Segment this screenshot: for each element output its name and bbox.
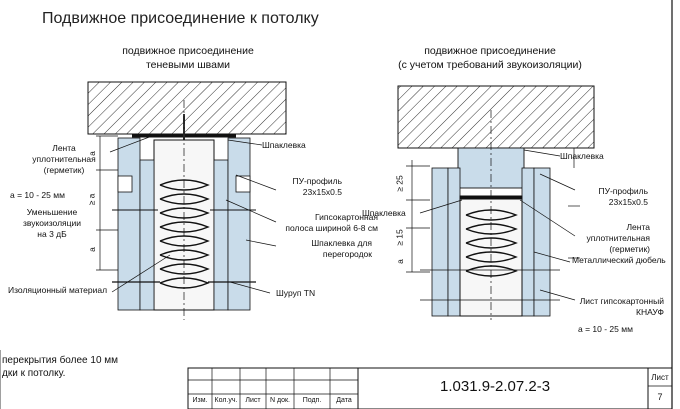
left-gap-label: a = 10 - 25 мм xyxy=(10,190,65,200)
document-code: 1.031.9-2.07.2-3 xyxy=(440,378,551,395)
left-subtitle-line2: теневыми швами xyxy=(145,59,231,71)
left-noise-line2: звукоизоляции xyxy=(22,218,82,228)
title-block-grid xyxy=(187,367,673,409)
right-dim-a: a xyxy=(394,259,405,264)
left-insulation-coil xyxy=(159,179,210,289)
left-dim-a-bottom: a xyxy=(86,247,97,252)
right-board-inner-right xyxy=(521,167,535,317)
left-board-inner-left xyxy=(139,159,155,311)
right-sheet-line2: КНАУФ xyxy=(636,307,664,317)
left-noise-label: Уменьшение звукоизоляции на 3 дБ xyxy=(10,207,94,240)
left-strip-line1: Гипсокартонная xyxy=(315,212,378,222)
left-tape-line2: уплотнительная xyxy=(32,154,96,164)
left-dim-a-top: a xyxy=(86,151,97,156)
tb-header-ndok: N док. xyxy=(270,397,290,404)
right-board-outer-right xyxy=(533,167,551,317)
left-strip-line2: полоса шириной 6-8 см xyxy=(285,223,378,233)
left-board-inner-right xyxy=(213,159,229,311)
left-tape-label: Лента уплотнительная (герметик) xyxy=(20,143,108,176)
right-tape-line2: уплотнительная xyxy=(586,233,650,243)
footer-notes: перекрытия более 10 мм дки к потолку. xyxy=(2,354,118,380)
right-ceiling-slab xyxy=(397,85,595,149)
left-strip-label: Гипсокартонная полоса шириной 6-8 см xyxy=(252,212,378,234)
right-dim-ge25: ≥ 25 xyxy=(394,175,405,192)
right-profile-line2: 23x15x0.5 xyxy=(608,197,648,207)
left-partition-putty-label: Шпаклевка для перегородок xyxy=(262,238,372,260)
right-subtitle-line2: (с учетом требований звукоизоляции) xyxy=(398,59,582,71)
tb-header-data: Дата xyxy=(336,397,352,404)
right-insulation-coil xyxy=(465,209,518,277)
left-partition-putty-line1: Шпаклевка для xyxy=(311,238,372,248)
tb-header-podp: Подп. xyxy=(302,397,322,404)
left-profile-line2: 23x15x0.5 xyxy=(302,187,342,197)
right-board-outer-left xyxy=(431,167,449,317)
left-insulation-label: Изоляционный материал xyxy=(8,285,108,295)
right-putty-left-label: Шпаклевка xyxy=(362,208,406,218)
tb-header-kolуch: Кол.уч. xyxy=(214,397,238,404)
left-profile-line1: ПУ-профиль xyxy=(292,176,342,186)
right-tape-line3: (герметик) xyxy=(609,244,650,254)
right-sheet-line1: Лист гипсокартонный xyxy=(579,296,664,306)
left-partition-putty-line2: перегородок xyxy=(322,249,372,259)
right-profile-line1: ПУ-профиль xyxy=(598,186,648,196)
right-sheet-label: Лист гипсокартонный КНАУФ xyxy=(560,296,664,318)
right-board-inner-left xyxy=(447,167,461,317)
tb-header-list: Лист xyxy=(245,397,261,404)
right-tape-line1: Лента xyxy=(626,222,650,232)
sheet-number: 7 xyxy=(657,392,663,402)
page-title: Подвижное присоединение к потолку xyxy=(42,10,319,27)
left-noise-line3: на 3 дБ xyxy=(37,229,67,239)
right-subtitle-line1: подвижное присоединение xyxy=(424,45,556,57)
footer-note-line1: перекрытия более 10 мм xyxy=(2,355,119,366)
right-subtitle: подвижное присоединение (с учетом требов… xyxy=(380,44,600,72)
left-detail-drawing xyxy=(87,81,287,320)
left-board-outer-left xyxy=(117,137,141,311)
right-detail-drawing xyxy=(397,85,595,320)
left-tape-line3: (герметик) xyxy=(43,165,85,175)
left-putty-label: Шпаклевка xyxy=(262,140,306,150)
left-profile-label: ПУ-профиль 23x15x0.5 xyxy=(262,176,342,198)
footer-note-line2: дки к потолку. xyxy=(2,368,66,379)
right-putty-top-label: Шпаклевка xyxy=(560,151,604,161)
left-ceiling-slab xyxy=(87,81,287,135)
left-subtitle-line1: подвижное присоединение xyxy=(122,45,254,57)
left-screw-label: Шуруп TN xyxy=(276,288,316,298)
sheet-label: Лист xyxy=(651,373,669,382)
right-gap-label: a = 10 - 25 мм xyxy=(578,324,633,334)
left-subtitle: подвижное присоединение теневыми швами xyxy=(108,44,268,72)
right-dim-ge15: ≥ 15 xyxy=(394,229,405,246)
tb-header-izm: Изм. xyxy=(192,397,208,404)
right-dowel-label: Металлический дюбель xyxy=(572,255,666,265)
left-noise-line1: Уменьшение xyxy=(26,207,78,217)
right-tape-label: Лента уплотнительная (герметик) xyxy=(568,222,650,255)
left-dim-ge-a: ≥ a xyxy=(86,193,97,206)
right-profile-label: ПУ-профиль 23x15x0.5 xyxy=(568,186,648,208)
left-tape-line1: Лента xyxy=(52,143,76,153)
